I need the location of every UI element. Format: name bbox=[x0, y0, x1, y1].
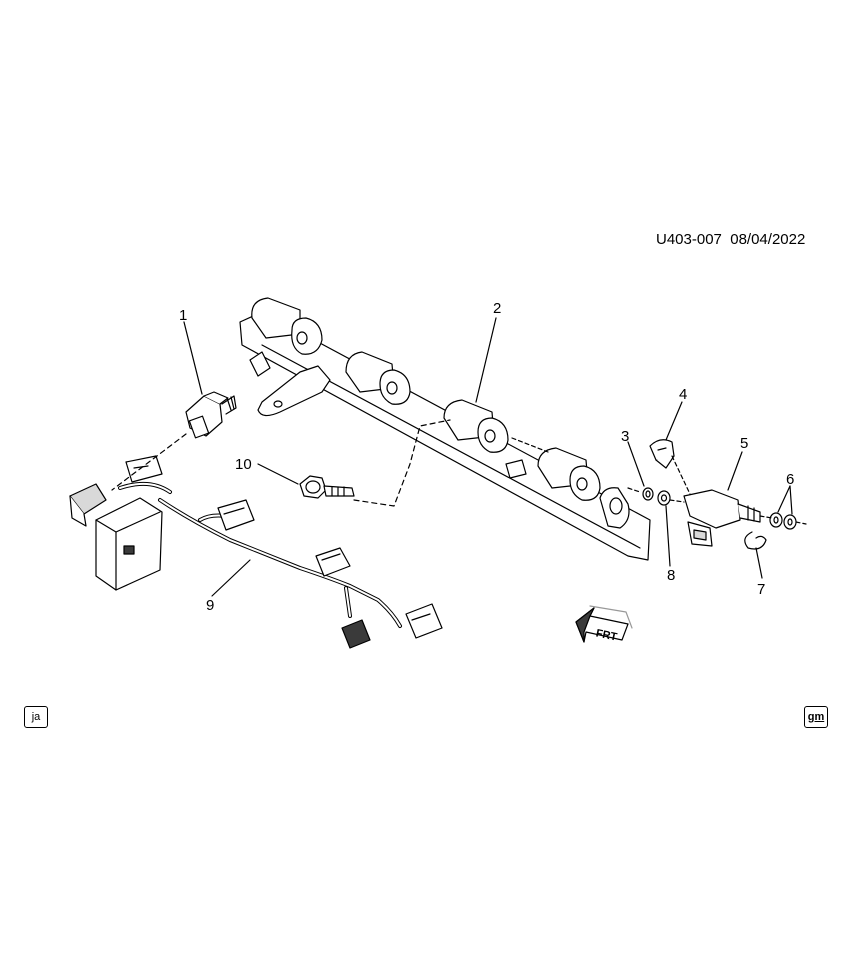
harness-connector-b bbox=[125, 455, 163, 483]
injector-cup-2 bbox=[345, 351, 411, 405]
reference-date: 08/04/2022 bbox=[730, 231, 806, 248]
fuel-rail bbox=[239, 297, 651, 561]
callout-5: 5 bbox=[740, 435, 748, 452]
o-ring-3 bbox=[642, 487, 654, 501]
callout-9: 9 bbox=[206, 597, 214, 614]
reference-stamp: U403-007 08/04/2022 bbox=[656, 231, 805, 248]
injector-cup-4 bbox=[537, 447, 601, 501]
harness-connector-d bbox=[315, 547, 351, 577]
reference-code: U403-007 bbox=[656, 231, 722, 248]
retainer-clip bbox=[649, 439, 675, 469]
harness-connector-e bbox=[341, 619, 371, 649]
bolt bbox=[299, 475, 355, 499]
o-ring-8 bbox=[657, 490, 671, 506]
callout-labels: 1 2 3 4 5 6 7 8 9 10 FRT bbox=[179, 300, 794, 644]
wiring-harness bbox=[69, 455, 443, 649]
injector-cup-1 bbox=[251, 297, 323, 355]
callout-1: 1 bbox=[179, 307, 187, 324]
harness-main-connector bbox=[95, 497, 163, 591]
callout-8: 8 bbox=[667, 567, 675, 584]
direction-label: FRT bbox=[595, 627, 619, 643]
callout-6: 6 bbox=[786, 471, 794, 488]
callout-10: 10 bbox=[235, 456, 252, 473]
harness-connector-f bbox=[405, 603, 443, 639]
front-direction-arrow-icon bbox=[575, 605, 633, 643]
callout-3: 3 bbox=[621, 428, 629, 445]
harness-connector-c bbox=[217, 499, 255, 531]
callout-2: 2 bbox=[493, 300, 501, 317]
badge-ja: ja bbox=[24, 706, 48, 728]
leader-lines bbox=[111, 317, 807, 597]
injector-cup-3 bbox=[443, 399, 509, 453]
gm-logo-icon: gm bbox=[804, 706, 828, 728]
fuel-sensor bbox=[683, 489, 761, 547]
pressure-sensor bbox=[185, 391, 237, 439]
callout-7: 7 bbox=[757, 581, 765, 598]
callout-4: 4 bbox=[679, 386, 687, 403]
nut-pair bbox=[769, 512, 797, 530]
harness-connector-a bbox=[69, 483, 107, 527]
spring-clip bbox=[744, 531, 767, 550]
